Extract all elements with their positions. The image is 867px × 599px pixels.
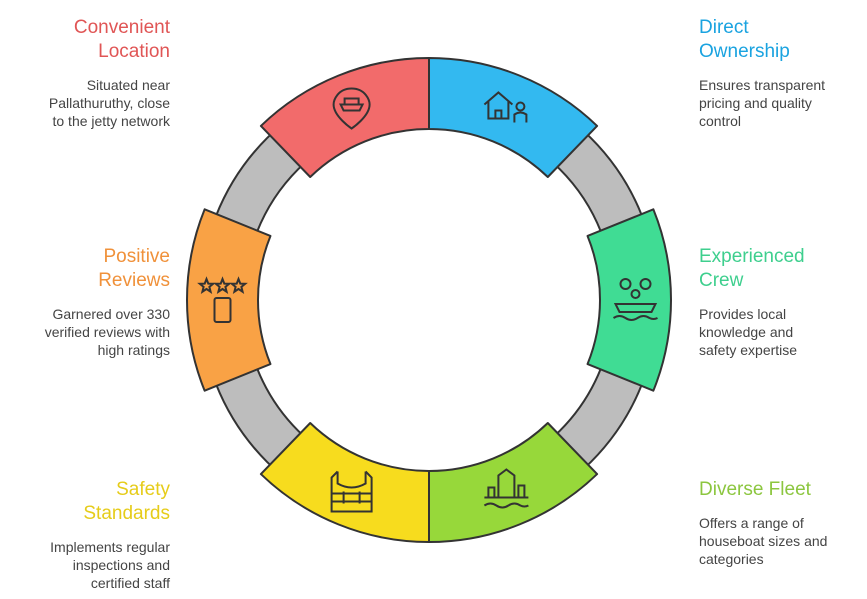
item-title: Positive Reviews: [98, 246, 170, 291]
segment-shape: [186, 208, 272, 392]
item-experienced-crew: Experienced Crew Provides local knowledg…: [699, 245, 867, 359]
item-diverse-fleet: Diverse Fleet Offers a range of houseboa…: [699, 478, 867, 568]
item-safety-standards: Safety Standards Implements regular insp…: [0, 478, 170, 592]
houseboat-pin-icon: [332, 87, 371, 130]
cycle-segments: [186, 57, 672, 543]
item-description: Provides local knowledge and safety expe…: [699, 306, 798, 358]
phone-stars-icon: [197, 276, 248, 323]
fleet-boats-icon: [483, 468, 529, 509]
item-title: Direct Ownership: [699, 17, 790, 62]
item-description: Implements regular inspections and certi…: [50, 539, 170, 591]
item-convenient-location: Convenient Location Situated near Pallat…: [0, 16, 170, 130]
segment-shape: [259, 422, 430, 543]
item-description: Situated near Pallathuruthy, close to th…: [48, 77, 170, 129]
segment-shape: [428, 57, 599, 178]
item-description: Offers a range of houseboat sizes and ca…: [699, 515, 828, 567]
item-positive-reviews: Positive Reviews Garnered over 330 verif…: [0, 245, 170, 359]
house-person-icon: [483, 91, 528, 123]
item-title: Convenient Location: [73, 17, 170, 62]
segment-direct-ownership: [428, 57, 599, 178]
ring-track: [198, 70, 659, 530]
item-description: Garnered over 330 verified reviews with …: [44, 306, 170, 358]
item-title: Experienced Crew: [699, 246, 805, 291]
item-title: Safety Standards: [83, 479, 170, 524]
life-vest-icon: [330, 470, 373, 513]
segment-shape: [586, 208, 672, 392]
crew-boat-icon: [612, 278, 658, 321]
item-description: Ensures transparent pricing and quality …: [699, 77, 826, 129]
segment-positive-reviews: [186, 208, 272, 392]
item-direct-ownership: Direct Ownership Ensures transparent pri…: [699, 16, 867, 130]
item-title: Diverse Fleet: [699, 479, 811, 500]
segment-safety-standards: [259, 422, 430, 543]
segment-experienced-crew: [586, 208, 672, 392]
cycle-ring: [198, 70, 659, 530]
